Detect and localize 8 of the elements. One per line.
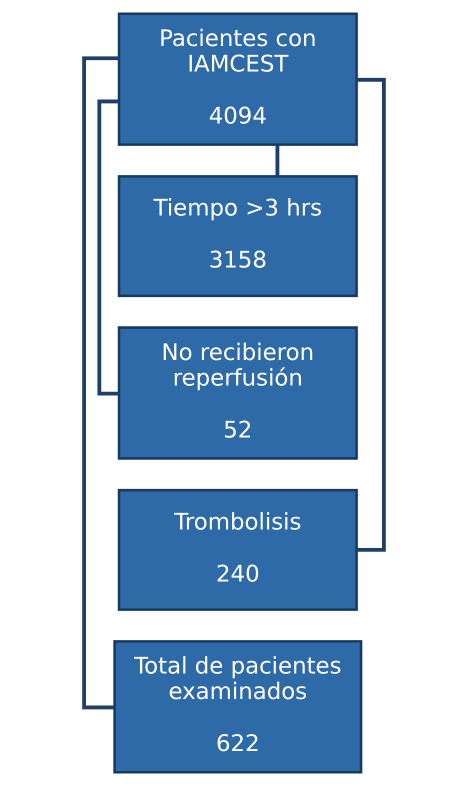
connector: [276, 144, 280, 176]
node-box: No recibieron reperfusión 52: [118, 326, 358, 460]
connector: [82, 56, 119, 710]
node-box: Trombolisis 240: [118, 488, 358, 611]
node-box: Tiempo >3 hrs 3158: [118, 175, 358, 298]
connector: [356, 78, 386, 552]
node-box: Pacientes con IAMCEST 4094: [118, 12, 358, 146]
node-box: Total de pacientes examinados 622: [113, 640, 362, 774]
